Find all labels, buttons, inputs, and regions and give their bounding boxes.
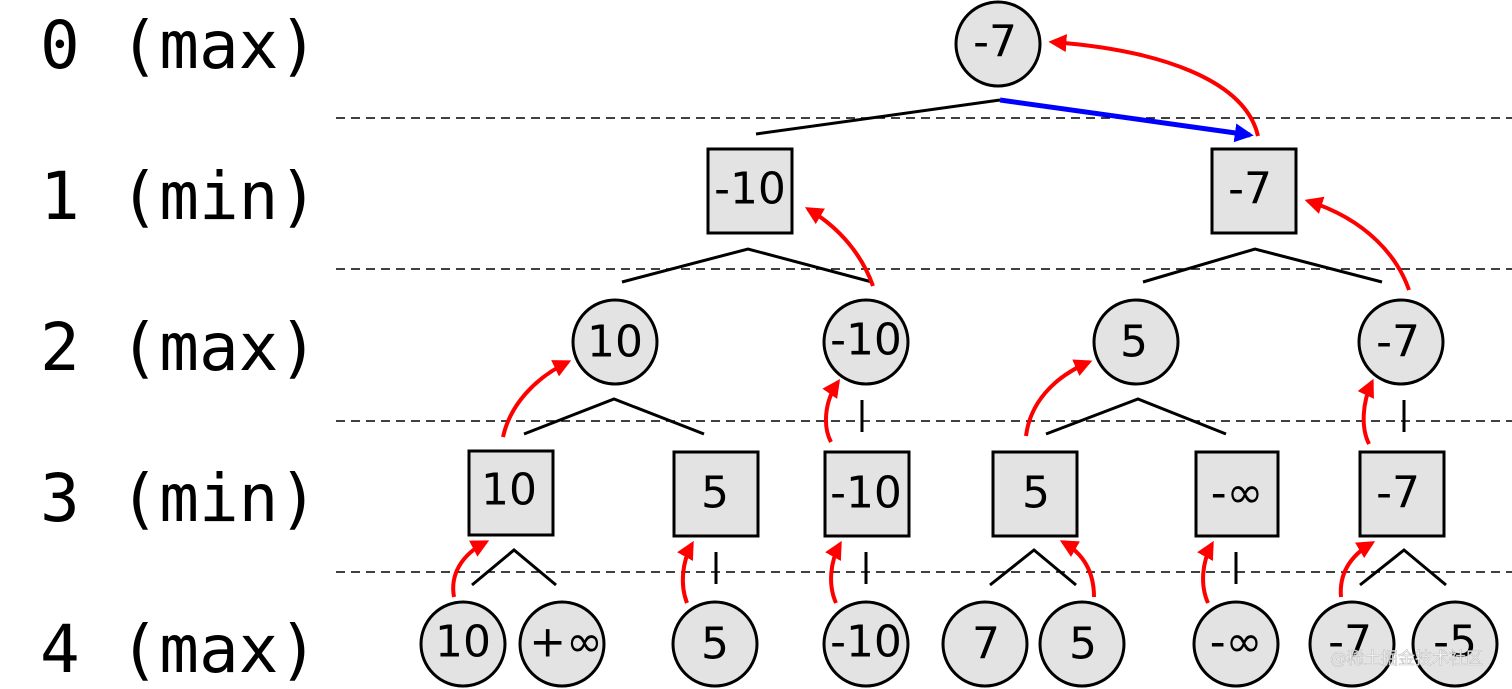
max-node-circle <box>571 298 659 386</box>
node-l4-e: 7 <box>941 600 1029 688</box>
node-l4-b: +∞ <box>518 600 606 688</box>
max-node-circle <box>1192 600 1280 688</box>
level-label-4: 4 (max) <box>40 611 318 688</box>
max-node-circle <box>1357 298 1445 386</box>
max-node-circle <box>671 600 759 688</box>
edge-fork <box>621 247 873 284</box>
edge-fork <box>755 98 1001 136</box>
node-l1-left: -10 <box>706 147 794 235</box>
edge-fork <box>1142 247 1383 284</box>
min-node-square <box>672 450 760 538</box>
max-node-circle <box>419 600 507 688</box>
level-label-1: 1 (min) <box>40 158 318 235</box>
edge-fork <box>1045 397 1227 436</box>
propagation-arrow <box>1024 359 1093 437</box>
propagation-arrow <box>1059 540 1096 598</box>
node-l4-a: 10 <box>419 600 507 688</box>
node-l4-d: -10 <box>822 600 910 688</box>
min-node-square <box>823 450 911 538</box>
max-node-circle <box>518 600 606 688</box>
node-value: 5 <box>1120 317 1148 368</box>
node-value: 5 <box>1069 619 1097 670</box>
node-l3-a: 10 <box>467 449 555 537</box>
node-l3-c: -10 <box>823 450 911 538</box>
propagation-arrow <box>501 360 572 438</box>
node-l4-c: 5 <box>671 600 759 688</box>
node-value: 5 <box>701 619 729 670</box>
propagation-arrow <box>677 540 694 604</box>
node-value: -∞ <box>1210 617 1263 668</box>
max-node-circle <box>822 298 910 386</box>
node-l3-f: -7 <box>1358 450 1446 538</box>
node-value: -7 <box>1376 317 1420 368</box>
max-node-circle <box>1038 600 1126 688</box>
node-l2-d: -7 <box>1357 298 1445 386</box>
best-move-arrow <box>999 97 1254 143</box>
propagation-arrow <box>1304 196 1411 291</box>
node-value: +∞ <box>529 617 603 668</box>
node-l3-e: -∞ <box>1194 450 1280 538</box>
propagation-arrows <box>451 34 1411 604</box>
tree-edges <box>471 98 1447 587</box>
min-node-square <box>1210 147 1298 235</box>
min-node-square <box>991 450 1079 538</box>
min-node-square <box>467 449 555 537</box>
max-node-circle <box>1308 600 1396 688</box>
max-node-circle <box>822 600 910 688</box>
propagation-arrow <box>1197 540 1214 604</box>
level-label-2: 2 (max) <box>40 309 318 386</box>
node-value: 7 <box>972 619 1000 670</box>
node-value: -7 <box>1228 164 1272 215</box>
node-l3-b: 5 <box>672 450 760 538</box>
node-l1-right: -7 <box>1210 147 1298 235</box>
node-l3-d: 5 <box>991 450 1079 538</box>
propagation-arrow <box>804 207 875 287</box>
node-value: -10 <box>830 617 902 668</box>
node-l4-i: -5 <box>1411 600 1499 688</box>
level-label-0: 0 (max) <box>40 7 318 84</box>
node-value: -∞ <box>1211 468 1264 519</box>
node-value: 10 <box>435 617 491 668</box>
edge-fork <box>471 548 557 587</box>
node-l4-g: -∞ <box>1192 600 1280 688</box>
propagation-arrow <box>822 379 841 443</box>
propagation-arrow <box>1338 541 1376 598</box>
node-value: -10 <box>714 164 786 215</box>
node-value: -7 <box>1328 617 1372 668</box>
edge-fork <box>989 548 1077 587</box>
node-l2-b: -10 <box>822 298 910 386</box>
node-root: -7 <box>954 0 1042 88</box>
propagation-arrow <box>825 540 842 604</box>
node-l2-c: 5 <box>1092 298 1180 386</box>
node-value: 5 <box>1022 468 1050 519</box>
propagation-arrow <box>451 540 490 598</box>
propagation-arrow <box>1048 34 1260 137</box>
node-value: -10 <box>830 315 902 366</box>
max-node-circle <box>954 0 1042 88</box>
max-node-circle <box>1411 600 1499 688</box>
node-value: -5 <box>1433 617 1477 668</box>
edge-fork <box>1359 548 1447 587</box>
node-value: -7 <box>1376 468 1420 519</box>
node-value: -10 <box>830 468 902 519</box>
node-l4-f: 5 <box>1038 600 1126 688</box>
propagation-arrow <box>1357 378 1374 445</box>
node-l4-h: -7 <box>1308 600 1396 688</box>
node-value: 10 <box>587 317 643 368</box>
node-l2-a: 10 <box>571 298 659 386</box>
level-label-3: 3 (min) <box>40 460 318 537</box>
min-node-square <box>1358 450 1446 538</box>
node-value: 10 <box>481 465 537 516</box>
watermark: @稀土掘金技术社区 <box>1330 649 1483 669</box>
max-node-circle <box>941 600 1029 688</box>
edge-fork <box>523 397 705 436</box>
node-value: 5 <box>701 468 729 519</box>
max-node-circle <box>1092 298 1180 386</box>
min-node-square <box>1194 450 1280 538</box>
node-value: -7 <box>973 17 1017 68</box>
min-node-square <box>706 147 794 235</box>
